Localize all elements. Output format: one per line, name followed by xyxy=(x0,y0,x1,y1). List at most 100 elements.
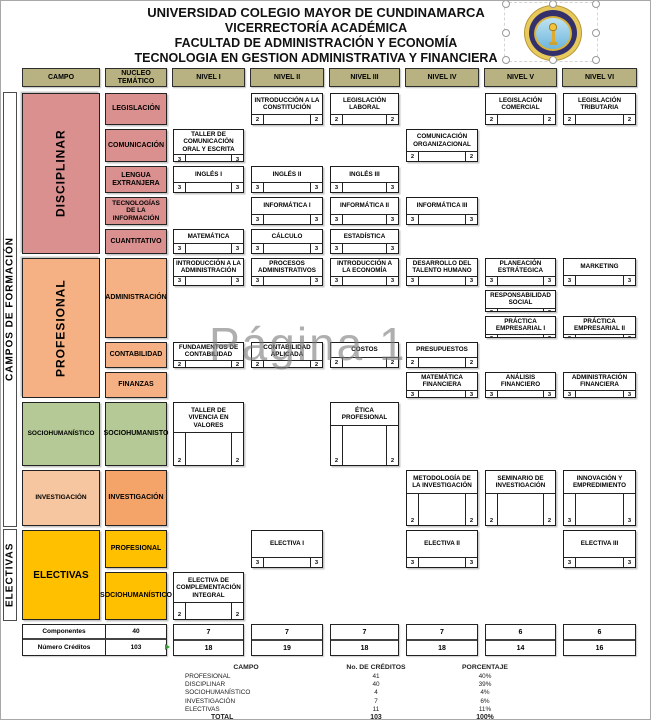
nucleo-comunicacion[interactable]: COMUNICACIÓN xyxy=(105,129,167,162)
course-card[interactable]: PRESUPUESTOS 2 2 xyxy=(406,342,478,368)
course-title: LEGISLACIÓN COMERCIAL xyxy=(498,96,543,111)
level-totals: 6 14 xyxy=(485,624,556,656)
course-card[interactable]: PRÁCTICA EMPRESARIAL I 2 2 xyxy=(485,316,556,338)
nucleo-contabilidad[interactable]: CONTABILIDAD xyxy=(105,342,167,368)
course-card[interactable]: ESTADÍSTICA 3 3 xyxy=(330,229,399,254)
university-logo[interactable] xyxy=(502,1,600,64)
course-card[interactable]: INTRODUCCIÓN A LA ECONOMÍA 3 3 xyxy=(330,258,399,286)
course-title: CÁLCULO xyxy=(271,232,303,240)
course-card[interactable]: CONTABILIDAD APLICADA 2 2 xyxy=(251,342,323,368)
course-card[interactable]: CÁLCULO 3 3 xyxy=(251,229,323,254)
column-header-nivel-2[interactable]: NIVEL II xyxy=(250,68,324,87)
campo-investigacion[interactable]: INVESTIGACIÓN xyxy=(22,470,100,526)
course-card[interactable]: SEMINARIO DE INVESTIGACIÓN 2 2 xyxy=(485,470,556,526)
creditos-nivel-2: 19 xyxy=(283,644,291,652)
nucleo-finanzas[interactable]: FINANZAS xyxy=(105,372,167,398)
credit-middle-box xyxy=(264,115,310,124)
column-header-campo[interactable]: CAMPO xyxy=(22,68,100,87)
course-card[interactable]: INFORMÁTICA II 3 3 xyxy=(330,197,399,225)
course-card[interactable]: FUNDAMENTOS DE CONTABILIDAD 2 2 xyxy=(173,342,244,368)
nucleo-lengua-extranjera[interactable]: LENGUA EXTRANJERA xyxy=(105,166,167,193)
campo-sociohumanistico[interactable]: SOCIOHUMANÍSTICO xyxy=(22,402,100,466)
course-card[interactable]: LEGISLACIÓN LABORAL 2 2 xyxy=(330,93,399,125)
selection-handle[interactable] xyxy=(592,56,600,64)
column-header-nivel-4[interactable]: NIVEL IV xyxy=(405,68,479,87)
course-card[interactable]: METODOLOGÍA DE LA INVESTIGACIÓN 2 2 xyxy=(406,470,478,526)
course-card[interactable]: COSTOS 2 2 xyxy=(330,342,399,368)
course-card[interactable]: INFORMÁTICA III 3 3 xyxy=(406,197,478,225)
credit-middle-box xyxy=(343,115,386,124)
course-card[interactable]: ANÁLISIS FINANCIERO 3 3 xyxy=(485,372,556,398)
course-title: COMUNICACIÓN ORGANIZACIONAL xyxy=(413,133,471,148)
course-card[interactable]: COMUNICACIÓN ORGANIZACIONAL 2 2 xyxy=(406,129,478,162)
course-title: INFORMÁTICA III xyxy=(416,202,468,210)
campo-electivas[interactable]: ELECTIVAS xyxy=(22,530,100,620)
nucleo-administracion[interactable]: ADMINISTRACIÓN xyxy=(105,258,167,338)
selection-handle[interactable] xyxy=(502,1,510,8)
credits-summary-table: CAMPO No. DE CRÉDITOS PORCENTAJE PROFESI… xyxy=(171,664,539,719)
course-card[interactable]: ELECTIVA DE COMPLEMENTACIÓN INTEGRAL 2 2 xyxy=(173,572,244,620)
course-card[interactable]: ELECTIVA I 3 3 xyxy=(251,530,323,568)
column-header-nucleo[interactable]: NUCLEO TEMÁTICO xyxy=(105,68,167,87)
course-card[interactable]: ELECTIVA II 3 3 xyxy=(406,530,478,568)
course-card[interactable]: TALLER DE VIVENCIA EN VALORES 2 2 xyxy=(173,402,244,466)
course-card[interactable]: INGLÉS I 3 3 xyxy=(173,166,244,193)
course-card[interactable]: INNOVACIÓN Y EMPREDIMIENTO 3 3 xyxy=(563,470,636,526)
course-card[interactable]: ADMINISTRACIÓN FINANCIERA 3 3 xyxy=(563,372,636,398)
course-card[interactable]: INGLÉS II 3 3 xyxy=(251,166,323,193)
course-card[interactable]: INTRODUCCIÓN A LA ADMINISTRACIÓN 3 3 xyxy=(173,258,244,286)
course-card[interactable]: TALLER DE COMUNICACIÓN ORAL Y ESCRITA 3 … xyxy=(173,129,244,162)
course-card[interactable]: LEGISLACIÓN TRIBUTARIA 2 2 xyxy=(563,93,636,125)
creditos-nivel-1: 18 xyxy=(204,644,213,652)
credit-strip: 2 2 xyxy=(252,114,322,124)
course-card[interactable]: RESPONSABILIDAD SOCIAL 2 2 xyxy=(485,290,556,312)
course-card[interactable]: PROCESOS ADMINISTRATIVOS 3 3 xyxy=(251,258,323,286)
nucleo-electiva-profesional[interactable]: PROFESIONAL xyxy=(105,530,167,568)
column-header-nivel-5[interactable]: NIVEL V xyxy=(484,68,557,87)
campo-disciplinar[interactable]: DISCIPLINAR xyxy=(22,93,100,254)
course-card[interactable]: INTRODUCCIÓN A LA CONSTITUCIÓN 2 2 xyxy=(251,93,323,125)
course-card[interactable]: MARKETING 3 3 xyxy=(563,258,636,286)
credit-right-value: 3 xyxy=(231,244,243,253)
selection-handle[interactable] xyxy=(502,29,510,37)
selection-handle[interactable] xyxy=(549,1,557,8)
credit-right-value: 3 xyxy=(386,183,398,192)
course-card[interactable]: ELECTIVA III 3 3 xyxy=(563,530,636,568)
credit-strip: 2 2 xyxy=(331,114,398,124)
course-card[interactable]: MATEMÁTICA FINANCIERA 3 3 xyxy=(406,372,478,398)
level-totals: 7 19 xyxy=(251,624,323,656)
credit-left-value: 3 xyxy=(486,390,498,397)
course-card[interactable]: DESARROLLO DEL TALENTO HUMANO 3 3 xyxy=(406,258,478,286)
credit-strip: 3 3 xyxy=(174,275,243,285)
column-header-nivel-6[interactable]: NIVEL VI xyxy=(562,68,637,87)
course-card[interactable]: INGLÉS III 3 3 xyxy=(330,166,399,193)
course-title: PRÁCTICA EMPRESARIAL II xyxy=(574,318,625,333)
selection-handle[interactable] xyxy=(549,56,557,64)
campo-profesional[interactable]: PROFESIONAL xyxy=(22,258,100,398)
course-card[interactable]: MATEMÁTICA 3 3 xyxy=(173,229,244,254)
nucleo-electiva-sociohumanistico[interactable]: SOCIOHUMANÍSTICO xyxy=(100,572,172,620)
nucleo-tecnologias[interactable]: TECNOLOGÍAS DE LA INFORMACIÓN xyxy=(105,197,167,225)
credit-left-value: 3 xyxy=(407,390,419,397)
credit-middle-box xyxy=(576,276,623,285)
credit-right-value: 2 xyxy=(386,425,398,465)
credit-left-value: 2 xyxy=(486,308,498,311)
nucleo-legislacion[interactable]: LEGISLACIÓN xyxy=(105,93,167,125)
nucleo-investigacion[interactable]: INVESTIGACIÓN xyxy=(105,470,167,526)
course-card[interactable]: INFORMÁTICA I 3 3 xyxy=(251,197,323,225)
credit-right-value: 3 xyxy=(386,244,398,253)
nucleo-cuantitativo[interactable]: CUANTITATIVO xyxy=(105,229,167,254)
credit-left-value: 3 xyxy=(407,276,419,285)
column-header-nivel-1[interactable]: NIVEL I xyxy=(172,68,245,87)
selection-handle[interactable] xyxy=(502,56,510,64)
selection-handle[interactable] xyxy=(592,29,600,37)
course-card[interactable]: ÉTICA PROFESIONAL 2 2 xyxy=(330,402,399,466)
column-header-nivel-3[interactable]: NIVEL III xyxy=(329,68,400,87)
credit-left-value: 2 xyxy=(331,425,343,465)
selection-handle[interactable] xyxy=(592,1,600,8)
nucleo-sociohumanisto[interactable]: SOCIOHUMANISTO xyxy=(104,402,168,466)
course-card[interactable]: PLANEACIÓN ESTRÁTEGICA 3 3 xyxy=(485,258,556,286)
course-card[interactable]: PRÁCTICA EMPRESARIAL II 2 2 xyxy=(563,316,636,338)
credit-middle-box xyxy=(419,391,465,397)
course-card[interactable]: LEGISLACIÓN COMERCIAL 2 2 xyxy=(485,93,556,125)
